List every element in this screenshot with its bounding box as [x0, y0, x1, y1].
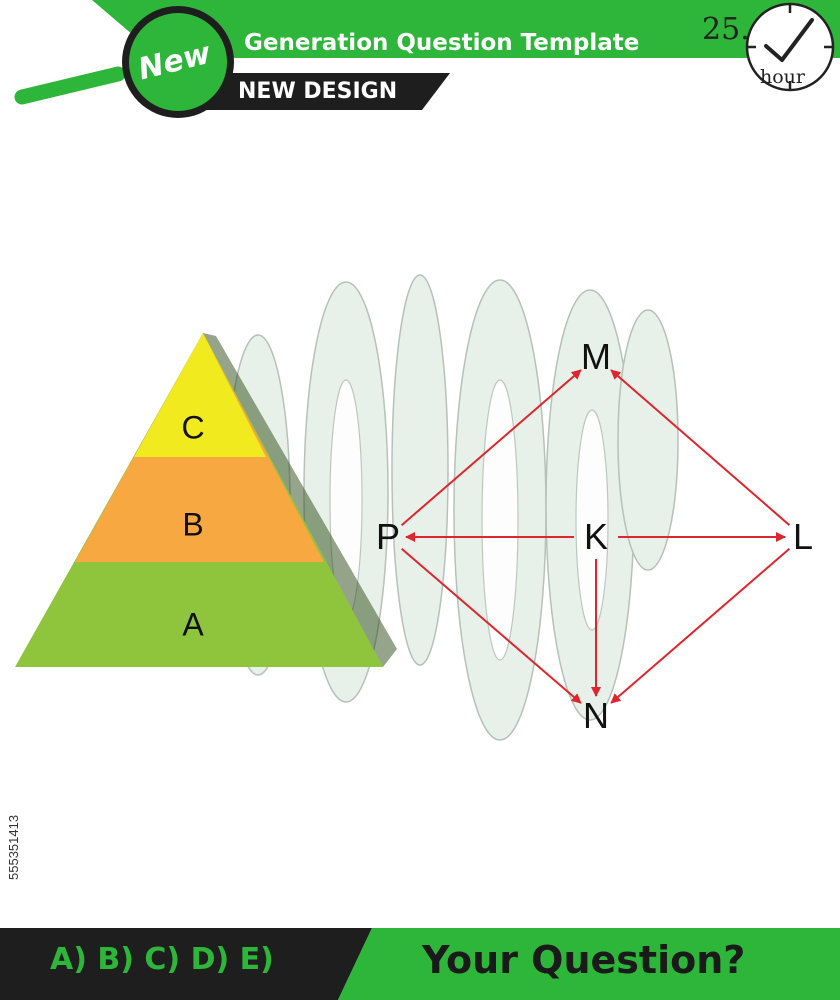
pyramid-level-c	[134, 333, 266, 457]
question-band	[338, 928, 840, 1000]
answers-band	[0, 928, 372, 1000]
node-k: K	[583, 516, 609, 557]
arrow-p-to-n	[400, 547, 582, 704]
decor-shape	[391, 274, 449, 666]
arrow-l-to-m	[610, 369, 791, 526]
node-p: P	[375, 516, 401, 557]
node-m: M	[581, 336, 611, 377]
pyramid-label-b: B	[182, 506, 204, 543]
decor-shape	[617, 309, 679, 571]
node-l: L	[792, 516, 814, 557]
timer-unit: hour	[760, 66, 805, 88]
header-graphics	[14, 0, 840, 118]
pyramid-label-a: A	[182, 606, 204, 643]
timer-value: 25.	[702, 12, 750, 47]
magnifier-lens	[129, 13, 227, 111]
arrow-p-to-m	[400, 369, 582, 526]
arrow-l-to-n	[610, 548, 791, 704]
header-green-band	[92, 0, 840, 58]
subtitle-dark-band	[175, 73, 450, 110]
page-title: Generation Question Template	[244, 30, 640, 56]
magnifier-handle	[14, 66, 126, 105]
node-n: N	[583, 695, 609, 736]
checkmark-icon	[764, 18, 814, 62]
timer-clock-icon	[745, 2, 835, 92]
question-text: Your Question?	[422, 938, 746, 982]
pyramid-label-c: C	[181, 409, 205, 446]
answer-options: A) B) C) D) E)	[50, 942, 274, 977]
pyramid-side-shadow	[203, 333, 397, 667]
page-subtitle: NEW DESIGN	[238, 79, 398, 104]
